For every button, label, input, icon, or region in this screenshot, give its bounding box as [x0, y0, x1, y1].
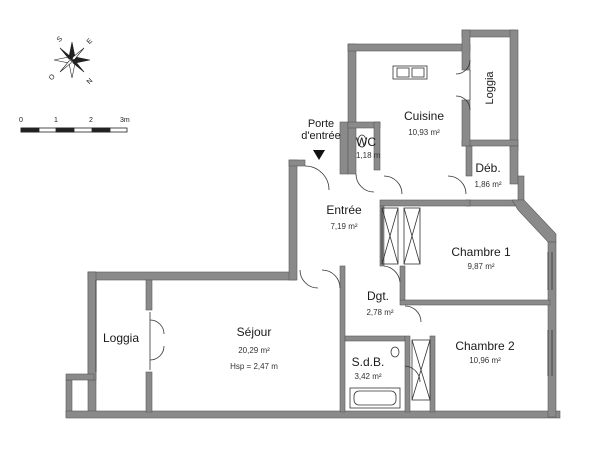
room-deb-area: 1,86 m²	[474, 180, 502, 189]
room-loggia-top-name: Loggia	[484, 71, 496, 105]
scale-tick-3m: 3m	[120, 117, 130, 124]
scale-tick-2: 2	[89, 117, 93, 124]
entrance-label-line1: Porte	[307, 118, 335, 130]
entrance-arrow-icon	[313, 150, 325, 160]
room-sdb-name: S.d.B.	[351, 355, 385, 369]
room-sejour-height: Hsp = 2,47 m	[230, 362, 278, 371]
room-wc-area: 1,18 m	[356, 151, 381, 160]
room-entree-name: Entrée	[326, 203, 362, 217]
compass-rose-icon	[53, 41, 91, 79]
room-chambre2-name: Chambre 2	[455, 339, 515, 353]
room-chambre1-name: Chambre 1	[451, 245, 511, 259]
room-loggia-left-name: Loggia	[102, 331, 140, 345]
room-cuisine-area: 10,93 m²	[408, 128, 440, 137]
room-entree-area: 7,19 m²	[330, 222, 358, 231]
room-chambre2-area: 10,96 m²	[469, 356, 501, 365]
walls	[65, 29, 561, 419]
room-cuisine-name: Cuisine	[403, 109, 445, 123]
fixtures	[95, 59, 553, 409]
room-dgt-name: Dgt.	[366, 289, 389, 303]
scale-bar	[20, 127, 128, 133]
room-sdb-area: 3,42 m²	[354, 372, 382, 381]
scale-tick-1: 1	[54, 117, 58, 124]
room-chambre1-area: 9,87 m²	[467, 262, 495, 271]
scale-tick-0: 0	[19, 117, 23, 124]
room-sejour-area: 20,29 m²	[238, 346, 270, 355]
room-deb-name: Déb.	[475, 161, 501, 175]
room-wc-name: WC	[356, 135, 376, 149]
room-dgt-area: 2,78 m²	[366, 308, 394, 317]
entrance-label-line2: d'entrée	[301, 130, 341, 142]
room-sejour-name: Séjour	[236, 325, 272, 339]
